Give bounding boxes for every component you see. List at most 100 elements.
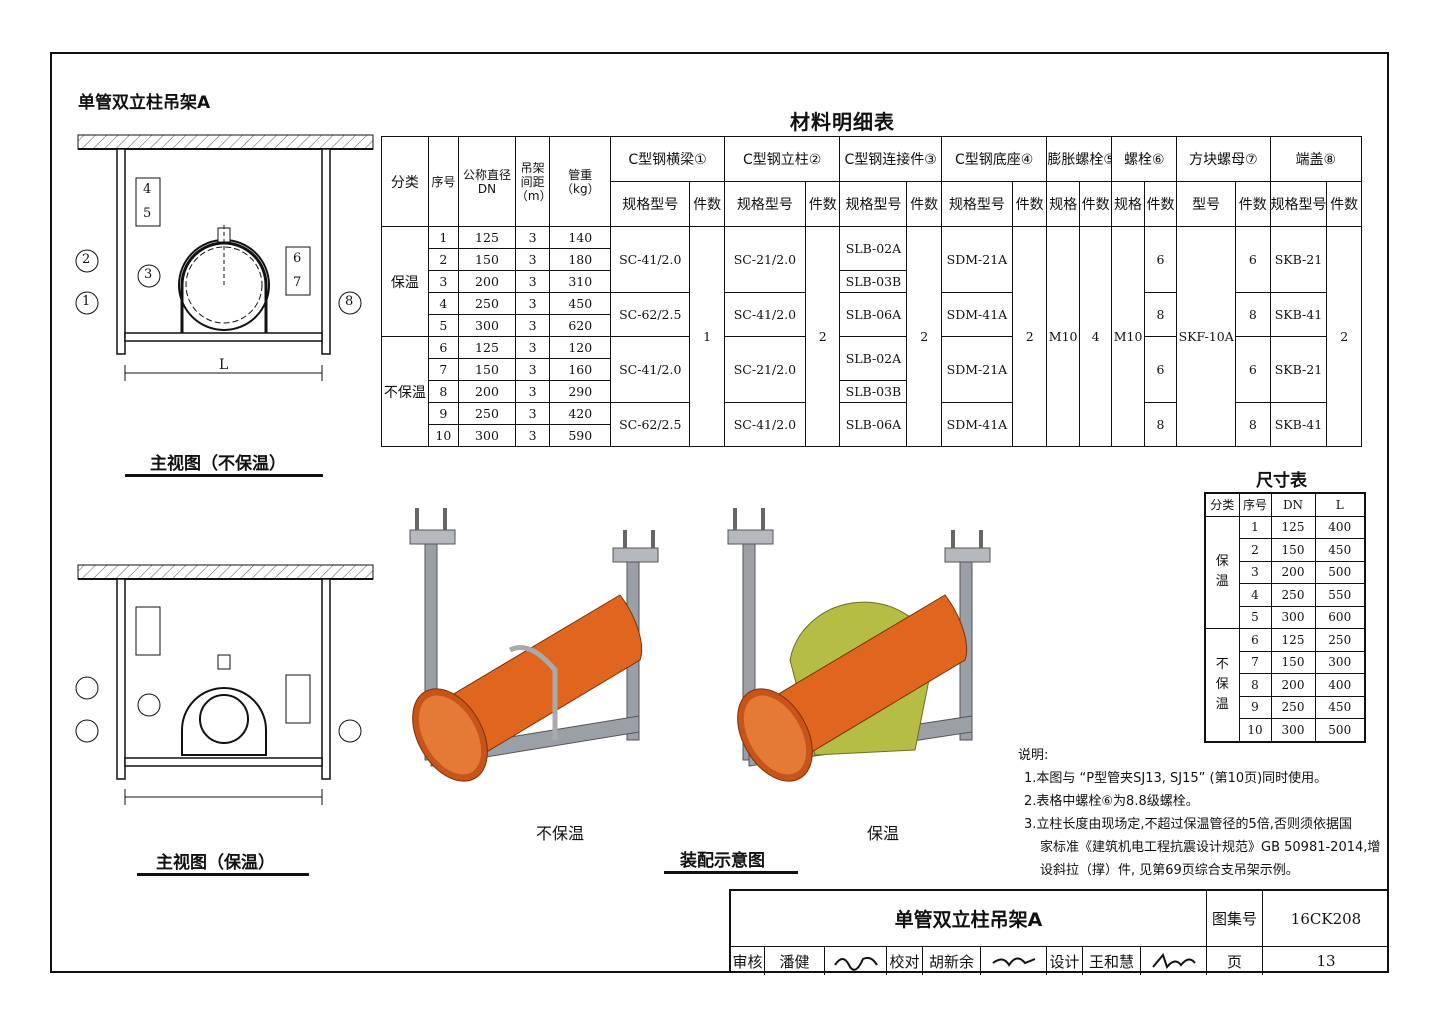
column-qty: 2 [804, 226, 841, 447]
dim-cell: 300 [1314, 650, 1366, 674]
row-weight: 180 [549, 248, 612, 271]
connector-spec: SLB-06A [839, 402, 908, 447]
nut-qty: 6 [1235, 336, 1271, 403]
column-spec: SC-21/2.0 [723, 336, 806, 403]
designer-name: 王和慧 [1083, 947, 1141, 975]
dim-cell: 3 [1238, 560, 1272, 584]
front-view-2-callouts [75, 606, 362, 743]
row-weight: 160 [549, 358, 612, 381]
front-view-2-drawing [77, 564, 374, 805]
sub-header: 规格型号 [1269, 181, 1328, 227]
category-uninsulated: 不保温 [381, 336, 429, 447]
row-dn: 250 [458, 402, 516, 425]
row-dn: 300 [458, 424, 516, 447]
hdr-bolt: 螺栓⑥ [1111, 136, 1178, 182]
row-no: 8 [427, 380, 460, 403]
front-view-1-callouts [75, 177, 362, 315]
dim-cell: 6 [1238, 628, 1272, 652]
assembly-caption-underline [664, 871, 798, 874]
assembly-uninsulated-caption: 不保温 [536, 824, 585, 843]
dim-cell: 2 [1238, 538, 1272, 562]
connector-qty: 2 [906, 226, 942, 447]
row-no: 2 [427, 248, 460, 271]
dim-category-insulated: 保 温 [1204, 515, 1240, 629]
column-spec: SC-41/2.0 [723, 292, 806, 337]
row-dn: 125 [458, 226, 516, 249]
row-spacing: 3 [514, 380, 551, 403]
dim-cell: 150 [1270, 650, 1316, 674]
note-line: 家标准《建筑机电工程抗震设计规范》GB 50981-2014,增 [1040, 840, 1381, 855]
dim-hdr: 分类 [1204, 492, 1240, 517]
bolt-qty: 6 [1143, 336, 1178, 403]
page-number: 13 [1316, 952, 1336, 970]
dim-cell: 400 [1314, 515, 1366, 539]
row-spacing: 3 [514, 358, 551, 381]
row-weight: 290 [549, 380, 612, 403]
bolt-qty: 8 [1143, 292, 1178, 337]
atlas-label: 图集号 [1207, 891, 1263, 947]
dim-cell: 500 [1314, 560, 1366, 584]
bolt-qty: 8 [1143, 402, 1178, 447]
dim-cell: 450 [1314, 538, 1366, 562]
note-line: 2.表格中螺栓⑥为8.8级螺栓。 [1024, 794, 1199, 809]
dim-cell: 250 [1314, 628, 1366, 652]
designer-signature [1141, 947, 1207, 975]
page-title: 单管双立柱吊架A [78, 93, 211, 113]
callout-7: 7 [293, 275, 302, 290]
cap-spec: SKB-41 [1269, 402, 1328, 447]
row-dn: 200 [458, 380, 516, 403]
dim-cell: 125 [1270, 515, 1316, 539]
row-no: 5 [427, 314, 460, 337]
row-no: 3 [427, 270, 460, 293]
assembly-caption: 装配示意图 [680, 851, 765, 871]
connector-spec: SLB-03B [839, 270, 908, 293]
assembly-insulated [727, 508, 991, 782]
callout-5: 5 [143, 206, 152, 221]
review-label: 审核 [731, 947, 765, 975]
ceiling-slab [77, 134, 374, 150]
beam-spec: SC-41/2.0 [610, 226, 691, 293]
view1-caption: 主视图（不保温） [150, 454, 286, 474]
row-weight: 620 [549, 314, 612, 337]
note-line: 设斜拉（撑）件, 见第69页综合支吊架示例。 [1040, 863, 1299, 878]
base-spec: SDM-41A [940, 292, 1013, 337]
bolt-qty: 6 [1143, 226, 1178, 293]
dim-cell: 150 [1270, 538, 1316, 562]
hdr-category: 分类 [381, 136, 429, 227]
dim-cell: 500 [1314, 718, 1366, 742]
row-dn: 300 [458, 314, 516, 337]
view1-caption-underline [125, 474, 323, 477]
column-left [116, 148, 126, 355]
sub-header: 件数 [1011, 181, 1048, 227]
row-spacing: 3 [514, 226, 551, 249]
sub-header: 件数 [1143, 181, 1178, 227]
row-spacing: 3 [514, 424, 551, 447]
assembly-uninsulated [409, 508, 659, 782]
sub-header: 件数 [906, 181, 942, 227]
base-qty: 2 [1011, 226, 1048, 447]
bolt-spec: M10 [1111, 226, 1145, 447]
connector-spec: SLB-03B [839, 380, 908, 403]
materials-table: 分类 序号 公称直径 DN 吊架 间距 （m） 管重 （kg） C型钢横梁① C… [381, 136, 1363, 447]
sub-header: 规格型号 [839, 181, 908, 227]
sub-header: 规格 [1046, 181, 1080, 227]
title-block: 单管双立柱吊架A 图集号 16CK208 审核 潘健 校对 胡新余 设计 王和慧… [729, 889, 1389, 975]
row-no: 9 [427, 402, 460, 425]
checker-name: 胡新余 [923, 947, 981, 975]
row-no: 4 [427, 292, 460, 315]
view2-caption: 主视图（保温） [156, 853, 275, 873]
hdr-base: C型钢底座④ [940, 136, 1048, 182]
hdr-dn: 公称直径 DN [458, 136, 516, 227]
dim-cell: 450 [1314, 695, 1366, 719]
row-weight: 140 [549, 226, 612, 249]
note-line: 1.本图与 “P型管夹SJ13, SJ15” (第10页)同时使用。 [1024, 771, 1328, 786]
sub-header: 型号 [1176, 181, 1237, 227]
cross-beam [124, 332, 323, 342]
row-weight: 590 [549, 424, 612, 447]
dim-cell: 8 [1238, 673, 1272, 697]
row-weight: 120 [549, 336, 612, 359]
dim-hdr: DN [1270, 492, 1316, 517]
column-right [321, 148, 331, 355]
column-spec: SC-21/2.0 [723, 226, 806, 293]
